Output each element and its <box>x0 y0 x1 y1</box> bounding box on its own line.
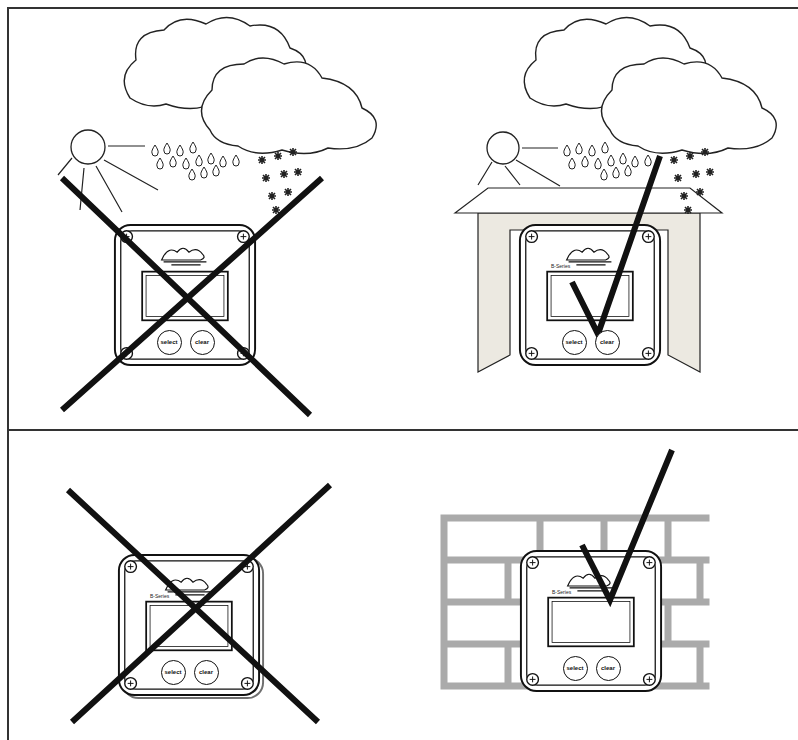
snowflake <box>701 148 709 156</box>
snowflake <box>294 168 302 176</box>
rain-drop <box>177 145 183 156</box>
rain-drop <box>645 155 651 166</box>
snowflake <box>686 152 694 160</box>
rain-drop <box>152 145 158 156</box>
snowflake <box>692 170 700 178</box>
button-circle: clear <box>595 330 620 355</box>
rain-drop <box>613 167 619 178</box>
snowflake <box>280 170 288 178</box>
rain-drop <box>170 156 176 167</box>
button-circle: clear <box>194 660 219 685</box>
rain-drop <box>564 145 570 156</box>
button-circle: clear <box>596 656 621 681</box>
snowflake <box>696 188 704 196</box>
rain-drop <box>589 145 595 156</box>
rain-drop <box>625 165 631 176</box>
rain-drop <box>220 156 226 167</box>
rain-drop <box>208 153 214 164</box>
snowflake <box>670 156 678 164</box>
rain-drop <box>632 156 638 167</box>
button-label: clear <box>199 669 213 675</box>
rain-drop <box>164 143 170 154</box>
rain-drop <box>602 142 608 153</box>
rain-drop <box>201 167 207 178</box>
model-label: B-Series <box>550 263 571 269</box>
rain-drop <box>190 142 196 153</box>
rain-drop <box>595 158 601 169</box>
snowflake <box>674 174 682 182</box>
snowflake <box>274 152 282 160</box>
model-label: B-Series <box>149 593 170 599</box>
rain-drop <box>582 156 588 167</box>
button-label: select <box>160 339 177 345</box>
button-circle: select <box>563 656 588 681</box>
snowflake <box>289 148 297 156</box>
snowflake <box>284 188 292 196</box>
button-circle: select <box>562 330 587 355</box>
rain-drop <box>183 158 189 169</box>
snowflake <box>262 174 270 182</box>
snowflake <box>706 168 714 176</box>
rain-drop <box>620 153 626 164</box>
button-circle: clear <box>190 330 215 355</box>
rain-drop <box>601 169 607 180</box>
button-label: select <box>566 665 583 671</box>
model-label: B-Series <box>551 589 572 595</box>
rain-drop <box>157 158 163 169</box>
snowflake <box>258 156 266 164</box>
button-label: clear <box>600 339 614 345</box>
rain-drop <box>233 155 239 166</box>
button-label: clear <box>601 665 615 671</box>
button-circle: select <box>161 660 186 685</box>
button-label: clear <box>195 339 209 345</box>
rain-drop <box>213 165 219 176</box>
rain-drop <box>576 143 582 154</box>
button-circle: select <box>157 330 182 355</box>
button-label: select <box>565 339 582 345</box>
button-label: select <box>164 669 181 675</box>
rain-drop <box>189 169 195 180</box>
rain-drop <box>569 158 575 169</box>
snowflake <box>684 206 692 214</box>
snowflake <box>680 192 688 200</box>
rain-drop <box>196 155 202 166</box>
rain-drop <box>608 155 614 166</box>
snowflake <box>268 192 276 200</box>
